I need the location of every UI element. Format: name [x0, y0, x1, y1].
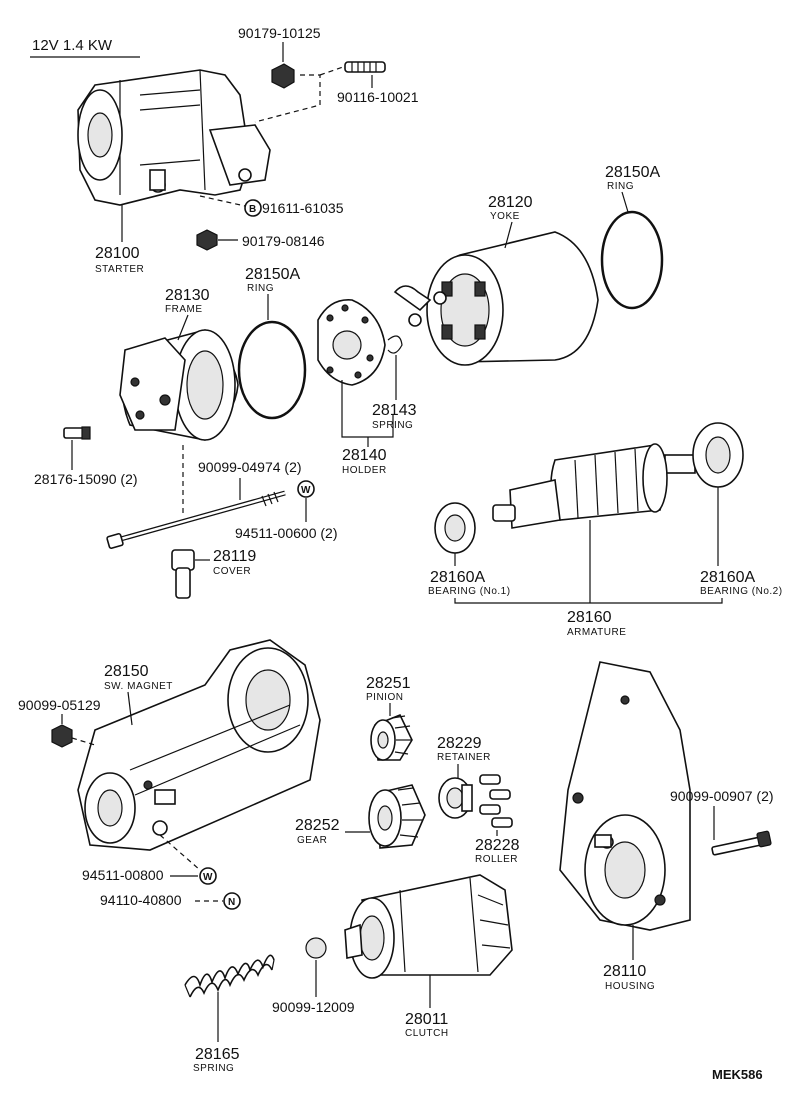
magnet-part-name: SW. MAGNET	[104, 681, 173, 692]
ring-top-part-name: RING	[607, 181, 634, 192]
part-90099-12009: 90099-12009	[272, 999, 355, 1015]
armature-part-name: ARMATURE	[567, 627, 626, 638]
pinion-part-number: 28251	[366, 675, 411, 692]
bearing-no1-part-number: 28160A	[430, 569, 485, 586]
part-90099-05129: 90099-05129	[18, 697, 101, 713]
magnet-part-number: 28150	[104, 663, 149, 680]
gear-part-name: GEAR	[297, 835, 327, 846]
through-bolt-icon	[106, 490, 286, 550]
svg-text:N: N	[228, 897, 235, 908]
pinion-drawing	[370, 713, 413, 761]
spring-143-part-name: SPRING	[372, 420, 413, 431]
bearing-no2-part-number: 28160A	[700, 569, 755, 586]
ring-mid-part-name: RING	[247, 283, 274, 294]
frame-part-name: FRAME	[165, 304, 203, 315]
clutch-drawing	[344, 874, 513, 979]
holder-part-name: HOLDER	[342, 465, 387, 476]
retainer-part-number: 28229	[437, 735, 482, 752]
holder-part-number: 28140	[342, 447, 387, 464]
frame-part-number: 28130	[165, 287, 210, 304]
ring-top-drawing	[600, 210, 664, 310]
retainer-part-name: RETAINER	[437, 752, 491, 763]
part-28176-15090: 28176-15090 (2)	[34, 471, 138, 487]
part-90099-00907: 90099-00907 (2)	[670, 788, 774, 804]
cover-part-name: COVER	[213, 566, 251, 577]
cover-part-number: 28119	[213, 548, 256, 565]
spring-165-part-name: SPRING	[193, 1063, 234, 1074]
svg-text:B: B	[249, 204, 256, 215]
spring-165-part-number: 28165	[195, 1046, 240, 1063]
spring-143-part-number: 28143	[372, 402, 417, 419]
bearing-no1-drawing	[434, 502, 476, 554]
clutch-part-number: 28011	[405, 1011, 448, 1028]
housing-part-name: HOUSING	[605, 981, 655, 992]
nut-icon	[271, 63, 295, 89]
retainer-drawing	[438, 777, 473, 819]
starter-part-number: 28100	[95, 245, 140, 262]
part-94511-00800: 94511-00800	[82, 867, 164, 883]
ball-icon	[305, 937, 327, 959]
housing-bolt-icon	[711, 830, 772, 856]
part-94511-00600: 94511-00600 (2)	[235, 525, 337, 541]
spring-165-drawing	[184, 954, 275, 998]
part-90116-10021: 90116-10021	[337, 89, 419, 105]
part-90099-04974: 90099-04974 (2)	[198, 459, 302, 475]
pinion-part-name: PINION	[366, 692, 403, 703]
housing-drawing	[559, 661, 691, 931]
svg-text:W: W	[301, 485, 311, 496]
bearing-no2-part-name: BEARING (No.2)	[700, 586, 783, 597]
roller-part-name: ROLLER	[475, 854, 518, 865]
armature-part-number: 28160	[567, 609, 612, 626]
yoke-drawing	[393, 231, 599, 366]
ring-mid-drawing	[237, 320, 307, 420]
spring-clip-icon	[387, 335, 403, 354]
ring-top-part-number: 28150A	[605, 164, 660, 181]
cover-drawing	[171, 549, 195, 599]
gear-part-number: 28252	[295, 817, 340, 834]
svg-text:W: W	[203, 872, 213, 883]
starter-assembly-drawing	[77, 69, 271, 206]
ring-mid-part-number: 28150A	[245, 266, 300, 283]
part-90179-10125: 90179-10125	[238, 25, 321, 41]
diagram-code: MEK586	[712, 1067, 763, 1082]
bearing-no2-drawing	[692, 422, 744, 488]
part-90179-08146: 90179-08146	[242, 233, 325, 249]
holder-drawing	[317, 299, 386, 386]
symbol-w-icon	[297, 480, 315, 498]
gear-drawing	[368, 784, 426, 849]
clutch-part-name: CLUTCH	[405, 1028, 449, 1039]
nut-05129-icon	[51, 724, 73, 748]
magnet-switch-drawing	[77, 639, 321, 851]
small-bolt-icon	[63, 426, 91, 440]
roller-part-number: 28228	[475, 837, 520, 854]
frame-drawing	[119, 329, 239, 441]
symbol-w2-icon	[199, 867, 217, 885]
yoke-part-number: 28120	[488, 194, 533, 211]
yoke-part-name: YOKE	[490, 211, 520, 222]
symbol-b-icon	[244, 199, 262, 217]
housing-part-number: 28110	[603, 963, 646, 980]
starter-part-name: STARTER	[95, 264, 144, 275]
rollers-drawing	[479, 774, 513, 828]
symbol-n-icon	[223, 892, 241, 910]
part-94110-40800: 94110-40800	[100, 892, 182, 908]
armature-drawing	[492, 443, 696, 529]
nut-small-icon	[196, 229, 218, 251]
bearing-no1-part-name: BEARING (No.1)	[428, 586, 511, 597]
spec-label: 12V 1.4 KW	[32, 37, 113, 54]
part-91611-61035: 91611-61035	[262, 200, 344, 216]
stud-bolt-icon	[344, 61, 386, 73]
